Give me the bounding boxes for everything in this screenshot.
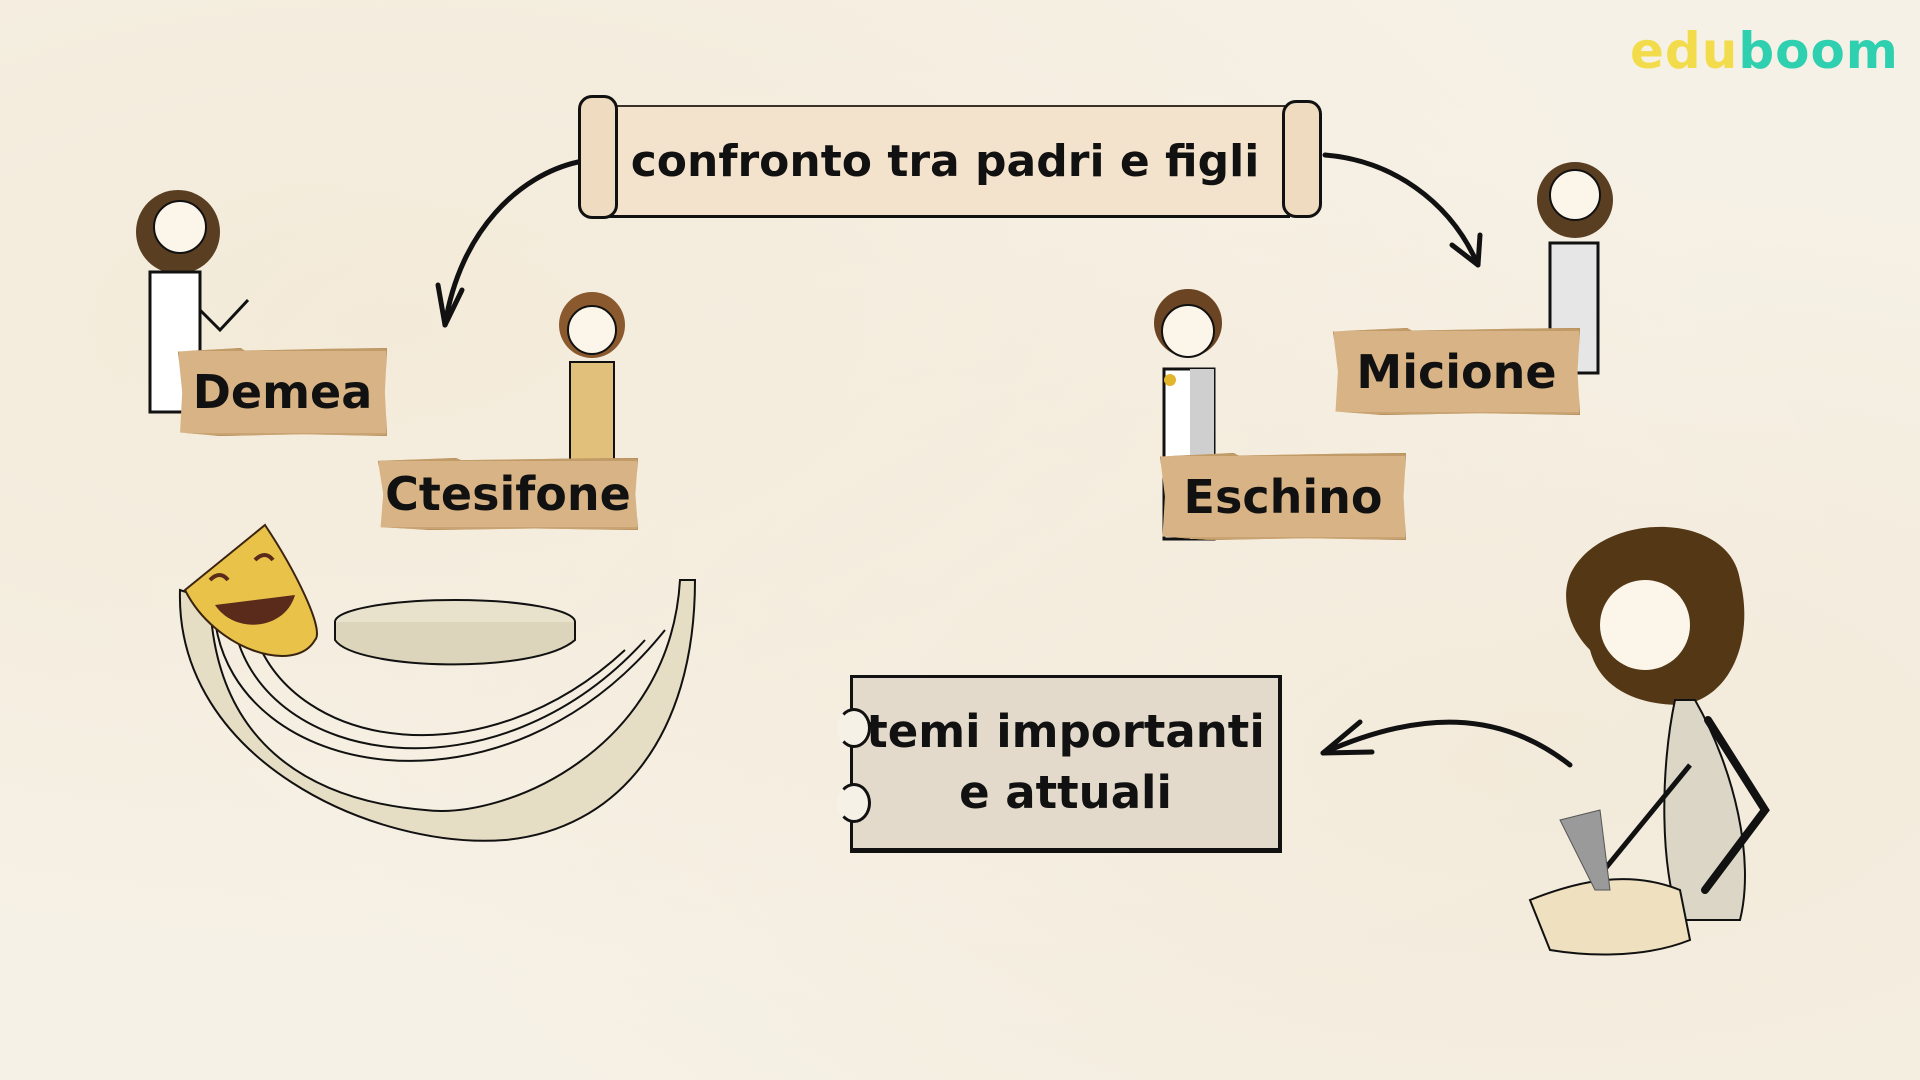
scroll-right-roll-icon: [1282, 100, 1322, 218]
scroll-left-roll-icon: [578, 95, 618, 219]
micione-label-text: Micione: [1356, 344, 1557, 399]
ctesifone-label-text: Ctesifone: [385, 467, 631, 521]
author-writing-icon: [1528, 526, 1770, 956]
title-scroll: confronto tra padri e figli: [600, 105, 1290, 218]
demea-label-text: Demea: [192, 365, 373, 419]
ticket-notch-icon: [837, 783, 871, 823]
eschino-label: Eschino: [1160, 453, 1406, 540]
eduboom-logo: eduboom: [1630, 22, 1899, 80]
logo-edu: edu: [1630, 22, 1739, 80]
logo-boom: boom: [1738, 22, 1899, 80]
greek-theater-icon: [178, 523, 697, 842]
themes-box: temi importanti e attuali: [837, 675, 1282, 853]
eschino-label-text: Eschino: [1183, 469, 1383, 524]
ticket-notch-icon: [837, 708, 871, 748]
demea-label: Demea: [178, 348, 387, 436]
micione-label: Micione: [1333, 328, 1580, 415]
themes-line1: temi importanti: [866, 705, 1265, 759]
title-text: confronto tra padri e figli: [630, 135, 1260, 187]
themes-line2: e attuali: [959, 766, 1172, 819]
ctesifone-figure-icon: [559, 292, 625, 461]
